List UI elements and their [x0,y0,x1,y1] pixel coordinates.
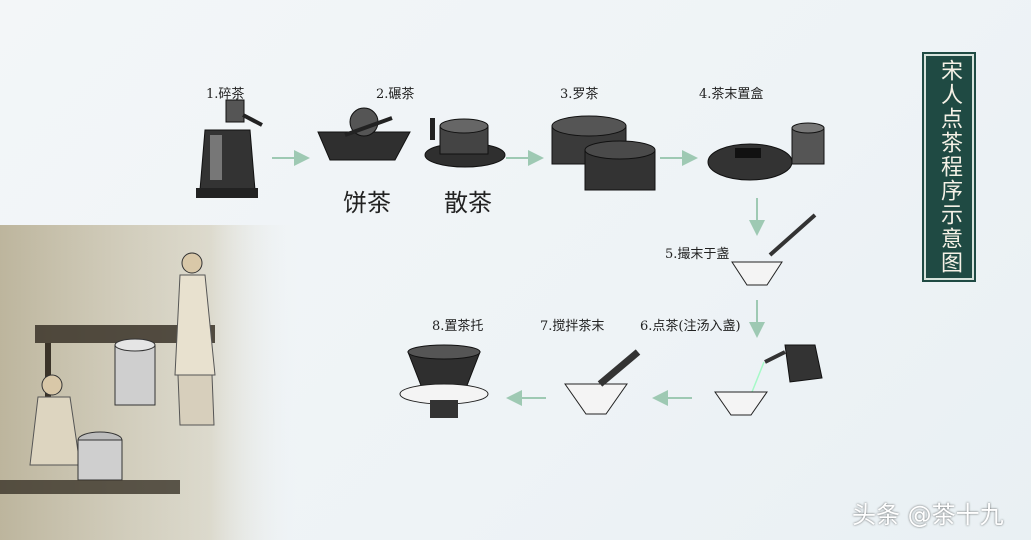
step-8-label: 8.置茶托 [432,319,484,334]
tea-grinder-icon [317,107,411,161]
sieve-icon [551,115,656,191]
whisk-bowl-icon [564,349,641,415]
step-7-label: 7.搅拌茶末 [540,319,605,334]
stone-mill-icon [424,118,506,168]
title-banner: 宋人点茶程序示意图 [924,54,974,280]
watermark: 头条 @茶十九 [852,501,1004,529]
cake-tea-label: 饼茶 [343,189,391,217]
tea-tray-icon [707,143,793,181]
step-3-label: 3.罗茶 [560,87,599,102]
step-6-label: 6.点茶(注汤入盏) [640,319,741,334]
loose-tea-label: 散茶 [444,189,492,217]
step-5-label: 5.撮末于盏 [665,247,730,262]
mortar-icon [196,99,263,198]
ewer-icon [751,344,823,393]
tea-bowl-icon [714,391,768,416]
step-4-label: 4.茶末置盒 [699,87,764,102]
cup-saucer-icon [399,344,489,418]
diagram-title: 宋人点茶程序示意图 [937,59,962,275]
song-painting-illustration [0,225,300,540]
tea-box-icon [791,122,825,165]
spoon-bowl-icon [731,213,817,286]
step-2-label: 2.碾茶 [376,87,415,102]
step-1-label: 1.碎茶 [206,87,245,102]
